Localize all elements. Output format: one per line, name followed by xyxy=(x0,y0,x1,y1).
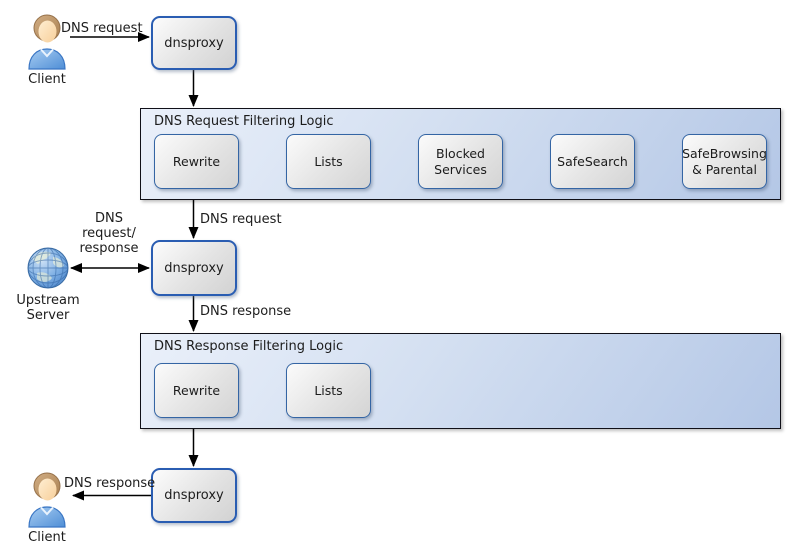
upstream-label-line1: Upstream xyxy=(16,293,80,308)
edge-label-upstream-response: DNS response xyxy=(200,304,292,319)
dnsproxy-middle-label: dnsproxy xyxy=(164,260,224,276)
upstream-exchange-line2: request/ xyxy=(82,226,136,241)
response-filtering-title: DNS Response Filtering Logic xyxy=(154,339,344,354)
upstream-server-actor: Upstream Server xyxy=(8,245,88,323)
client-top-label: Client xyxy=(28,72,66,87)
step-safebrowsing-parental: SafeBrowsing & Parental xyxy=(682,134,767,189)
client-top-actor: Client xyxy=(17,12,77,87)
upstream-server-label: Upstream Server xyxy=(16,293,79,323)
dnsproxy-node-bottom: dnsproxy xyxy=(151,468,237,523)
step-lists-request: Lists xyxy=(286,134,371,189)
client-bottom-actor: Client xyxy=(17,470,77,545)
request-filtering-title: DNS Request Filtering Logic xyxy=(154,114,334,129)
response-filtering-container: DNS Response Filtering Logic Rewrite Lis… xyxy=(140,333,781,429)
edge-label-client-response: DNS response xyxy=(64,476,156,491)
step-rewrite-request: Rewrite xyxy=(154,134,239,189)
upstream-exchange-line1: DNS xyxy=(95,211,123,226)
person-icon xyxy=(28,14,66,70)
person-icon xyxy=(28,472,66,528)
globe-icon xyxy=(27,247,69,289)
dnsproxy-node-middle: dnsproxy xyxy=(151,240,237,296)
edge-label-client-request: DNS request xyxy=(61,21,143,36)
step-blocked-services: Blocked Services xyxy=(418,134,503,189)
upstream-exchange-line3: response xyxy=(79,241,139,256)
dnsproxy-bottom-label: dnsproxy xyxy=(164,488,224,503)
edge-label-filtered-request: DNS request xyxy=(200,212,282,227)
upstream-label-line2: Server xyxy=(26,308,70,323)
edge-label-upstream-exchange: DNS request/ response xyxy=(70,211,148,256)
step-rewrite-response: Rewrite xyxy=(154,363,239,418)
dnsproxy-top-label: dnsproxy xyxy=(164,35,224,51)
step-safesearch: SafeSearch xyxy=(550,134,635,189)
request-filtering-container: DNS Request Filtering Logic Rewrite List… xyxy=(140,108,781,200)
step-lists-response: Lists xyxy=(286,363,371,418)
client-bottom-label: Client xyxy=(28,530,66,545)
dnsproxy-node-top: dnsproxy xyxy=(151,16,237,70)
